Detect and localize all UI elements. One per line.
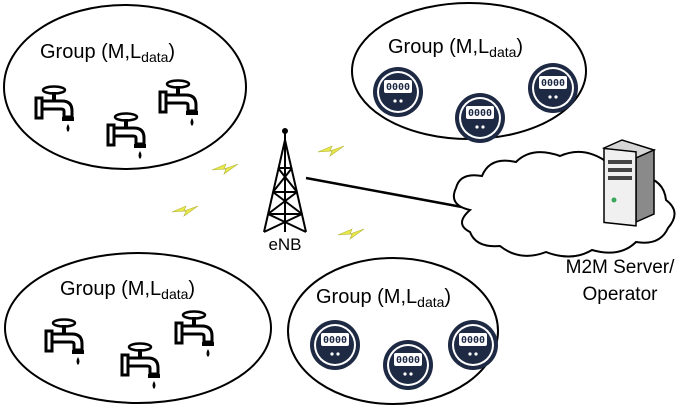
svg-text:0000: 0000 (386, 82, 410, 93)
group-label-bottom-right: Group (M,Ldata) (316, 286, 451, 310)
signal-bolt-icon (337, 228, 365, 240)
signal-bolt-icon (317, 145, 345, 157)
group-label-top-left: Group (M,Ldata) (40, 41, 175, 65)
group-label-bottom-left: Group (M,Ldata) (60, 278, 195, 302)
cell-tower-icon (263, 128, 307, 233)
electric-meter-icon: 0000 (448, 320, 498, 370)
signal-bolt-icon (211, 163, 239, 175)
group-ellipse-bottom-left (4, 252, 272, 404)
enb-label: eNB (268, 235, 301, 254)
svg-text:0000: 0000 (323, 335, 347, 346)
electric-meter-icon: 0000 (383, 340, 433, 390)
svg-text:0000: 0000 (396, 355, 420, 366)
group-ellipse-top-left (3, 4, 247, 170)
electric-meter-icon: 0000 (455, 93, 505, 143)
svg-text:0000: 0000 (461, 335, 485, 346)
server-icon (601, 139, 657, 227)
electric-meter-icon: 0000 (373, 67, 423, 117)
electric-meter-icon: 0000 (310, 320, 360, 370)
server-label-line2: Operator (583, 284, 659, 305)
signal-bolt-icon (171, 205, 199, 217)
backhaul-link (305, 176, 463, 209)
group-label-top-right: Group (M,Ldata) (388, 36, 523, 60)
svg-text:0000: 0000 (541, 78, 565, 89)
server-label-line1: M2M Server/ (566, 257, 675, 278)
svg-text:0000: 0000 (468, 108, 492, 119)
electric-meter-icon: 0000 (528, 63, 578, 113)
